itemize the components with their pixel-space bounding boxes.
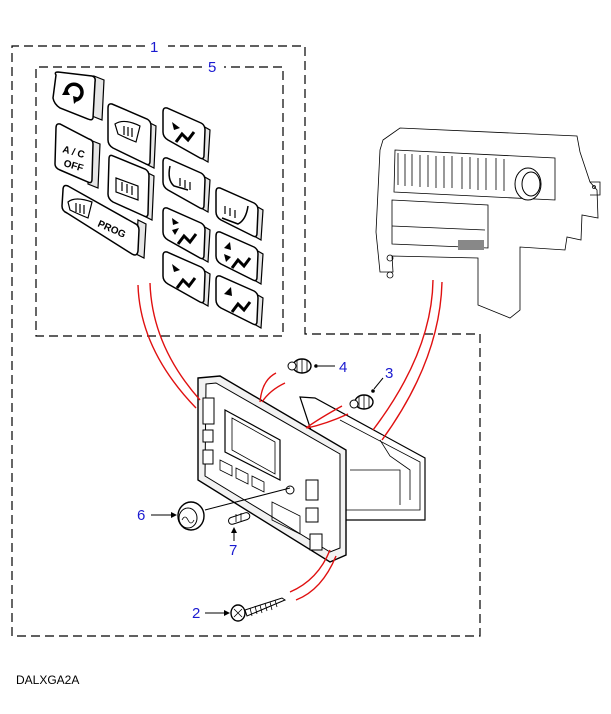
knob-6[interactable]	[177, 487, 291, 531]
bulb-7[interactable]	[228, 512, 251, 525]
airflow-screen-icon	[224, 287, 252, 313]
button-rear-screen-heat[interactable]	[107, 154, 155, 221]
button-ac-off[interactable]: A / C OFF	[54, 123, 101, 189]
leader-6	[151, 512, 177, 518]
button-airflow-screen[interactable]	[215, 275, 264, 329]
clip-3[interactable]	[349, 394, 374, 410]
leader-7	[231, 527, 237, 541]
seat-heat-icon	[168, 165, 191, 191]
rear-screen-heat-icon	[115, 177, 139, 201]
group-boundary-1	[11, 45, 481, 637]
screw-2[interactable]	[230, 597, 287, 622]
climate-control-unit	[197, 375, 426, 563]
button-airflow-face-feet[interactable]	[162, 207, 211, 263]
recirculate-icon	[62, 82, 84, 104]
leader-4	[314, 364, 335, 368]
airflow-face-icon	[172, 122, 196, 143]
dashboard-fascia	[375, 127, 601, 319]
airflow-feet-icon	[172, 264, 197, 289]
button-prog[interactable]: PROG	[61, 184, 147, 259]
callout-7[interactable]: 7	[229, 542, 237, 559]
callout-4[interactable]: 4	[339, 359, 347, 376]
clip-4[interactable]	[287, 358, 312, 374]
callout-1[interactable]: 1	[150, 39, 158, 56]
group-boundary-5	[35, 66, 284, 337]
airflow-screen-feet-icon	[224, 242, 252, 269]
diagram-reference-code: DALXGA2A	[16, 673, 80, 687]
windscreen-defrost-icon	[67, 198, 93, 219]
button-seat-heat-left[interactable]	[162, 157, 211, 213]
button-set: A / C OFF PROG	[52, 71, 264, 329]
off-label: OFF	[62, 158, 84, 174]
windscreen-heat-icon	[114, 120, 141, 143]
button-airflow-screen-feet[interactable]	[215, 231, 264, 285]
button-airflow-feet[interactable]	[162, 251, 211, 307]
assembly-leader-lines	[137, 279, 443, 601]
seat-heat-right-icon	[221, 205, 249, 225]
fascia-vent-grille	[458, 240, 484, 250]
callout-2[interactable]: 2	[192, 605, 200, 622]
leader-2	[205, 610, 230, 616]
button-windscreen-heat[interactable]	[107, 103, 157, 169]
leader-3	[371, 377, 384, 393]
callout-3[interactable]: 3	[385, 365, 393, 382]
button-recirculate[interactable]	[52, 71, 105, 121]
callout-6[interactable]: 6	[137, 507, 145, 524]
airflow-face-feet-icon	[172, 218, 198, 245]
button-seat-heat-right[interactable]	[215, 187, 264, 241]
callout-5[interactable]: 5	[208, 59, 216, 76]
unit-button	[202, 397, 215, 425]
button-airflow-face[interactable]	[162, 107, 211, 163]
